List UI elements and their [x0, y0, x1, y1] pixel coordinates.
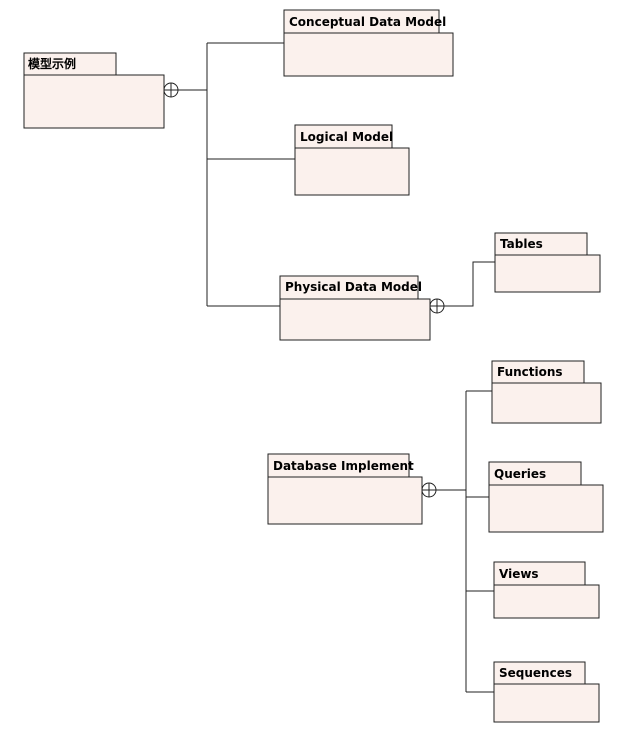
package-queries[interactable]: Queries [488, 461, 604, 533]
package-label-logical: Logical Model [300, 130, 393, 144]
package-conceptual-data-model[interactable]: Conceptual Data Model [283, 9, 454, 77]
package-tables[interactable]: Tables [494, 232, 601, 293]
package-label-views: Views [499, 567, 539, 581]
package-label-queries: Queries [494, 467, 546, 481]
package-functions[interactable]: Functions [491, 360, 602, 424]
connector-physical-to-tables [444, 261, 495, 307]
connectors [178, 42, 495, 693]
package-label-root: 模型示例 [28, 56, 76, 71]
package-label-conceptual: Conceptual Data Model [289, 15, 446, 29]
package-views[interactable]: Views [493, 561, 600, 619]
package-logical-model[interactable]: Logical Model [294, 124, 410, 196]
nest-icon-root [163, 82, 179, 98]
package-physical-data-model[interactable]: Physical Data Model [279, 275, 431, 341]
package-sequences[interactable]: Sequences [493, 661, 600, 723]
package-label-tables: Tables [500, 237, 543, 251]
package-label-physical: Physical Data Model [285, 280, 422, 294]
package-label-functions: Functions [497, 365, 563, 379]
nest-icon-db-impl [421, 482, 437, 498]
package-label-db-impl: Database Implement [273, 459, 414, 473]
package-root[interactable]: 模型示例 [23, 52, 165, 129]
nest-icon-physical [429, 298, 445, 314]
package-database-implement[interactable]: Database Implement [267, 453, 423, 525]
package-label-sequences: Sequences [499, 666, 572, 680]
